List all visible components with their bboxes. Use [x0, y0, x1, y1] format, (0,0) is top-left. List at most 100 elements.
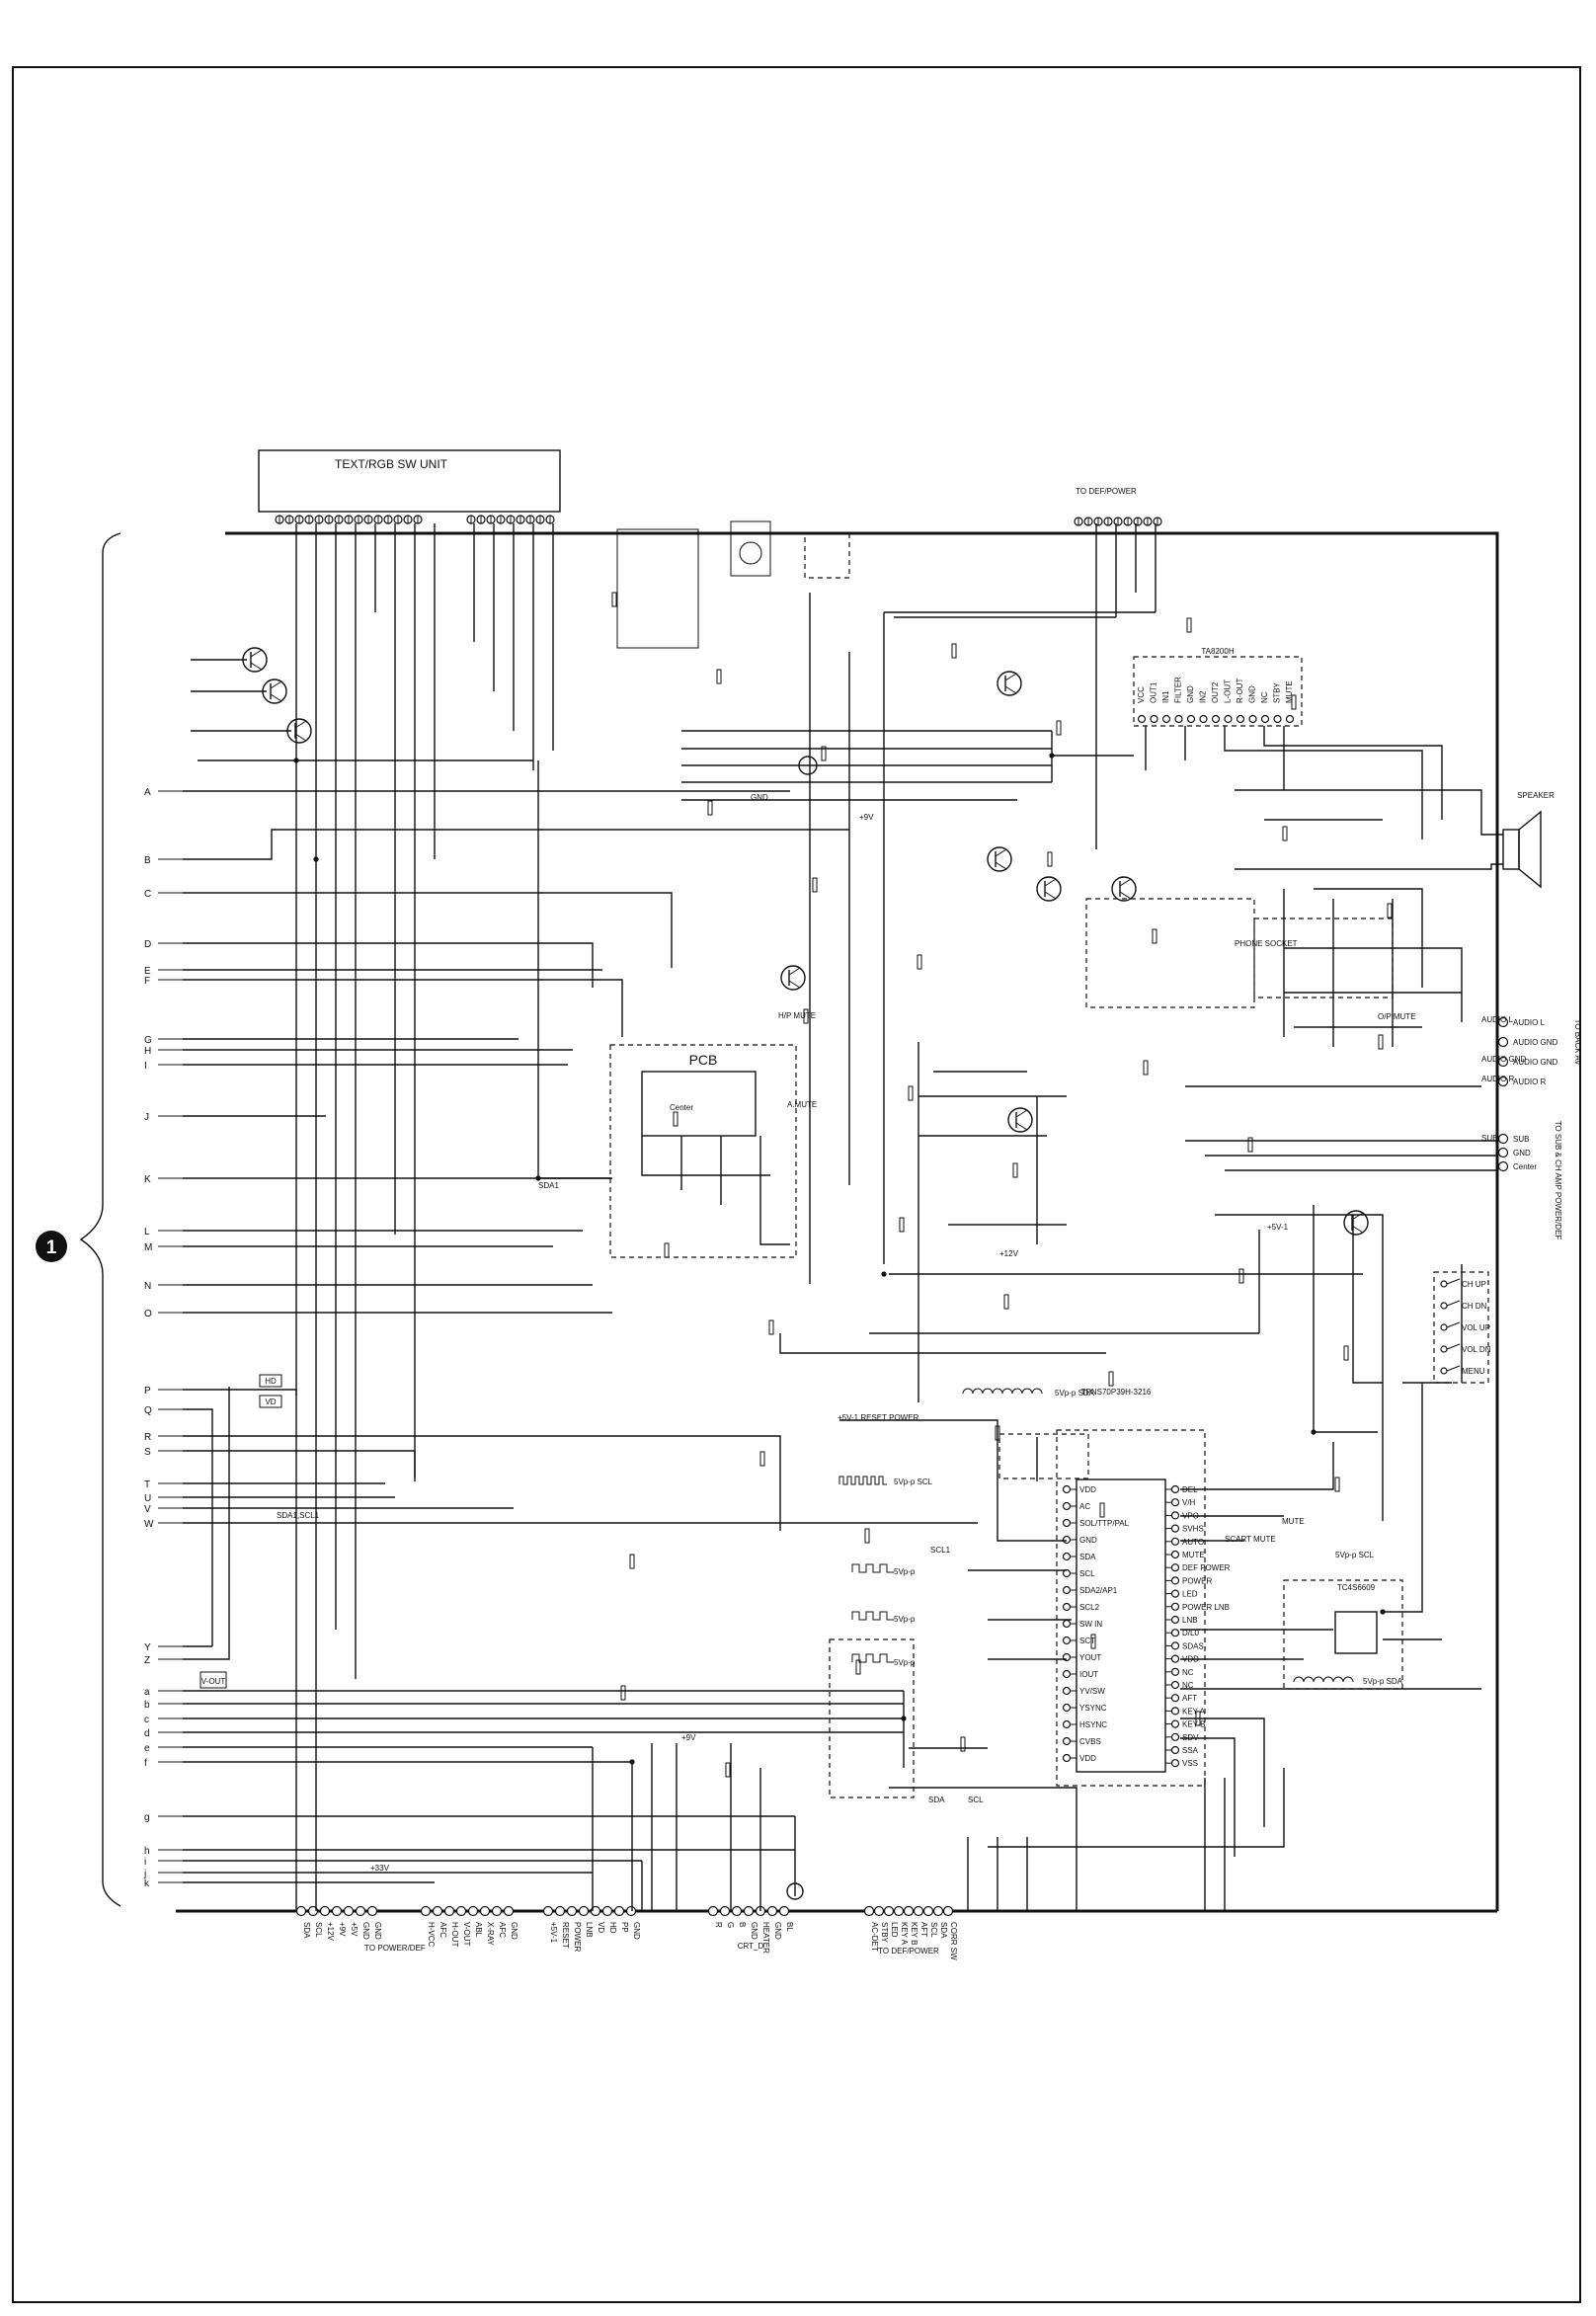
trace-96 [779, 1333, 1106, 1354]
diagram-frame [12, 66, 1581, 2303]
transistor-emitter [1004, 685, 1017, 694]
resistor [1378, 1034, 1384, 1050]
pcb-chip [641, 1071, 757, 1137]
power-def-c-pin [554, 1905, 566, 1917]
main-ic-right-pin-label: POWER LNB [1182, 1603, 1230, 1612]
resistor [1186, 617, 1192, 633]
resistor [768, 1319, 774, 1335]
row-label-c: c [144, 1715, 149, 1725]
row-label-a: a [144, 1687, 150, 1698]
transistor-emitter [1119, 891, 1132, 900]
main-ic-left-pin-label: SW IN [1079, 1620, 1102, 1629]
ic-top-pin [1199, 714, 1208, 724]
transistor-collector [270, 680, 282, 689]
audio-l-side-label: AUDIO L [1481, 1015, 1514, 1024]
main-ic-right-pin [1170, 1667, 1180, 1676]
test-point [786, 1882, 804, 1900]
text-rgb-sw-unit-title: TEXT/RGB SW UNIT [335, 457, 448, 471]
gnd-label: GND [751, 793, 768, 802]
power-def-b-pin [420, 1905, 432, 1917]
main-ic-right-pin [1170, 1629, 1180, 1637]
main-ic-right-pin-label: KEY A [1182, 1707, 1206, 1716]
trace-63 [1263, 726, 1443, 820]
power-def-c-pin-label: VD [597, 1922, 605, 1933]
trace-17 [183, 1435, 781, 1531]
pcb-outline [609, 1044, 797, 1258]
trace-5 [183, 979, 623, 1037]
power-def-c-pin [590, 1905, 601, 1917]
resistor [611, 592, 617, 607]
sda-top-wave-label: 5Vp-p SDA [1055, 1389, 1095, 1398]
crt-d-pin-label: HEATER [761, 1922, 770, 1954]
transistor-3 [997, 671, 1022, 696]
center-label: Center [670, 1103, 693, 1112]
row-label-g: g [144, 1812, 150, 1823]
a-mute-label: A.MUTE [787, 1100, 817, 1109]
section-marker: 1 [46, 1238, 57, 1258]
resistor [855, 1659, 861, 1675]
ic-top-pin [1273, 714, 1282, 724]
transistor-collector [1015, 1109, 1028, 1118]
sub-pin-label: Center [1513, 1162, 1537, 1171]
main-ic-left-pin [1062, 1535, 1072, 1545]
row-label-N: N [144, 1281, 151, 1292]
resistor [899, 1217, 905, 1233]
pcb-label: PCB [689, 1052, 718, 1068]
vd-out-label: V-OUT [201, 1677, 226, 1686]
plus33v-label: +33V [370, 1864, 390, 1873]
power-def-a-pin-label: SDA [302, 1922, 311, 1939]
def-power-b-pin [922, 1905, 934, 1917]
main-ic-left-pin [1062, 1484, 1072, 1494]
def-power-b-pin [903, 1905, 915, 1917]
def-power-b-pin [873, 1905, 885, 1917]
row-label-Y: Y [144, 1642, 151, 1653]
power-def-a-pin [295, 1905, 307, 1917]
row-label-Q: Q [144, 1405, 152, 1416]
power-def-a-pin-label: +12V [326, 1922, 335, 1942]
resistor [864, 1528, 870, 1544]
key-switch-contact [1440, 1323, 1448, 1331]
resistor [716, 669, 722, 684]
row-label-K: K [144, 1174, 151, 1185]
main-ic-left-pin [1062, 1602, 1072, 1612]
def-power-b-pin-label: SCL [929, 1922, 938, 1938]
resistor [908, 1085, 914, 1101]
plus9v-bottom-label: +9V [681, 1733, 696, 1742]
resistor [1012, 1162, 1018, 1178]
crt-d-pin-label: B [738, 1922, 747, 1927]
crt-d-pin-label: G [726, 1922, 735, 1928]
key-switch-lever [1446, 1300, 1461, 1307]
wf1-wave [851, 1563, 894, 1573]
ic-top-pin [1248, 714, 1257, 724]
main-ic-right-pin [1170, 1576, 1180, 1585]
phone-socket-label: PHONE SOCKET [1235, 939, 1298, 948]
resistor [664, 1242, 670, 1258]
power-def-b-pin-label: ABL [474, 1922, 483, 1938]
main-ic-left-pin [1062, 1585, 1072, 1595]
ic-top-pin [1186, 714, 1196, 724]
main-ic-right-pin [1170, 1602, 1180, 1611]
row-label-d: d [144, 1728, 150, 1739]
ic-top-pin [1285, 714, 1295, 724]
s-video-socket [739, 541, 762, 565]
key-switch-label: CH DN [1462, 1302, 1487, 1311]
row-label-Z: Z [144, 1655, 150, 1666]
row-label-e: e [144, 1743, 150, 1754]
transistor-collector [250, 649, 263, 658]
power-def-a-pin [307, 1905, 319, 1917]
row-label-F: F [144, 976, 150, 987]
sub-pin [1497, 1133, 1509, 1145]
resistor [620, 1685, 626, 1701]
def-power-b-pin-label: AFT [919, 1922, 928, 1937]
sub-block-1 [1283, 1579, 1403, 1690]
back-av-pin-label: AUDIO GND [1513, 1058, 1558, 1067]
def-power-b-pin [932, 1905, 944, 1917]
main-ic-left-pin-label: HSYNC [1079, 1720, 1107, 1729]
resistor [1090, 1634, 1096, 1649]
main-ic-right-pin [1170, 1680, 1180, 1690]
ic-top-pin-label: FILTER [1174, 677, 1183, 703]
transistor-collector [1044, 878, 1057, 887]
speaker-symbol: SPEAKER [1502, 791, 1555, 889]
